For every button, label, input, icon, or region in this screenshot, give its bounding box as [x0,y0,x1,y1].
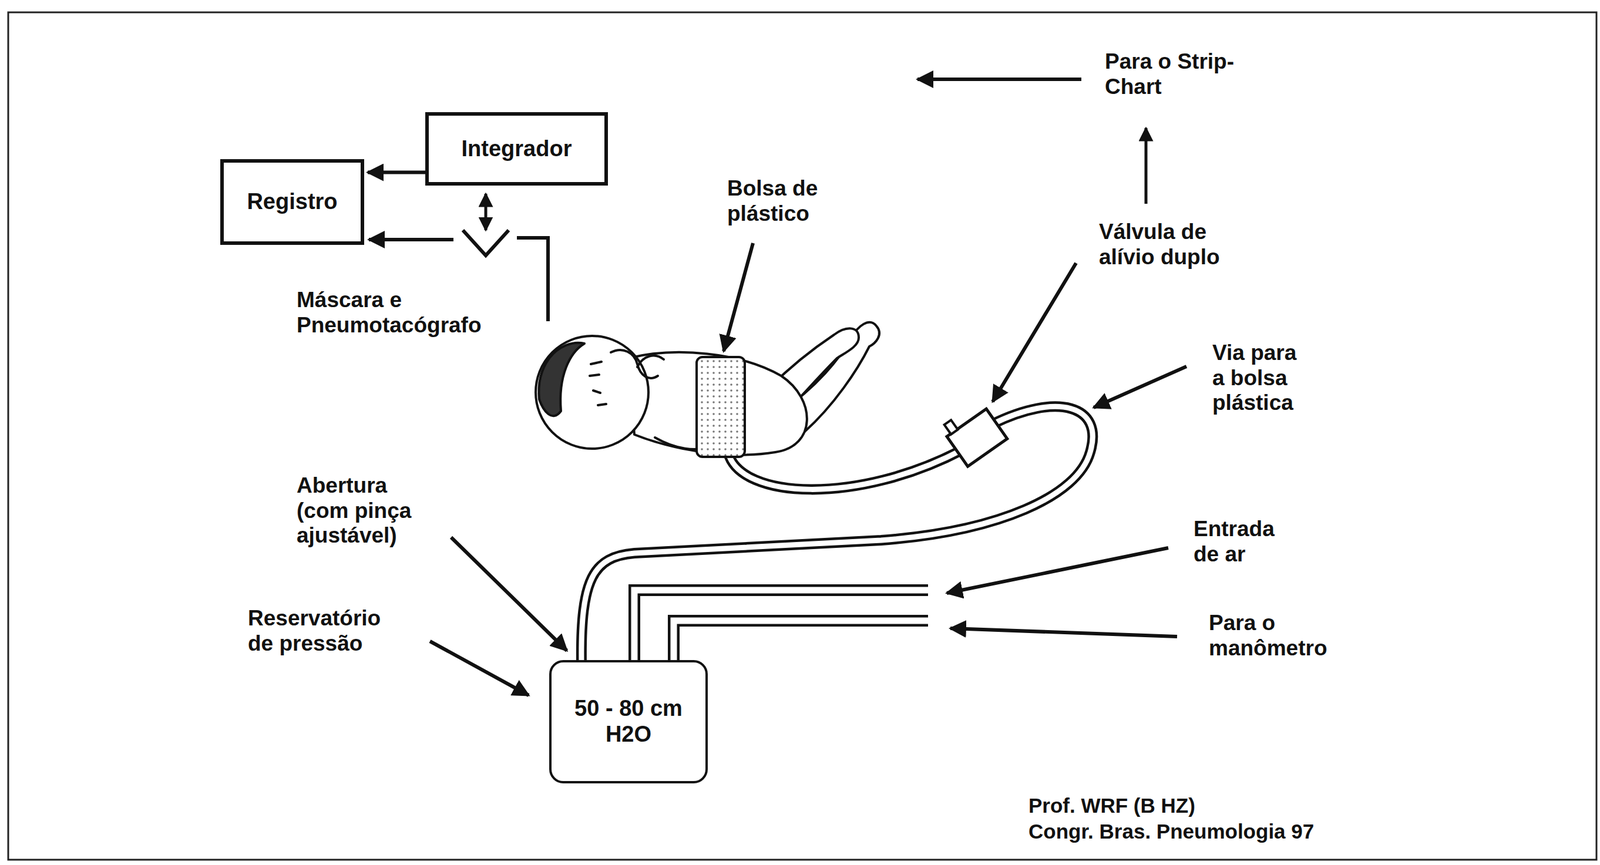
part-label: Máscara e Pneumotacógrafo [296,287,514,338]
relief-valve [940,400,1008,467]
plastic-bag [696,357,745,457]
tube-inner [581,406,1093,664]
pressure-reservoir: 50 - 80 cm H2O [549,660,708,784]
credit-note: Prof. WRF (B HZ) [1028,794,1405,818]
pipe [634,590,929,664]
pipe-inner [634,590,931,667]
part-label: Para o manômetro [1208,610,1347,661]
mask-symbol [462,230,509,256]
leader-arrow [950,628,1178,637]
arrow [368,237,454,242]
bracket-line [516,237,549,322]
part-label: Entrada de ar [1193,516,1295,567]
arrow [917,77,1082,82]
part-label: Válvula de alívio duplo [1098,219,1238,270]
record-box: Registro [220,159,365,245]
part-label: Abertura (com pinça ajustável) [296,473,431,549]
box-label: 50 - 80 cm H2O [560,696,697,748]
box-label: Integrador [461,136,573,163]
integrator-box: Integrador [425,112,608,186]
frame [8,12,1597,860]
part-label: Para o Strip-Chart [1104,49,1243,100]
box-label: Registro [246,189,338,215]
leader-arrow [429,641,529,696]
part-label: Reservatório de pressão [247,606,396,657]
leader-arrow [1093,366,1187,408]
leader-arrow [946,548,1169,594]
double-arrow [484,193,488,231]
tube [581,406,1093,664]
leader-arrow [451,537,567,651]
part-label: Via para a bolsa plástica [1212,340,1307,416]
part-label: Bolsa de plástico [727,176,848,227]
leader-arrow [723,243,754,352]
connector-arrow [367,170,426,175]
leader-arrow [992,263,1077,402]
credit-note: Congr. Bras. Pneumologia 97 [1028,819,1405,844]
arrow [1144,128,1148,204]
